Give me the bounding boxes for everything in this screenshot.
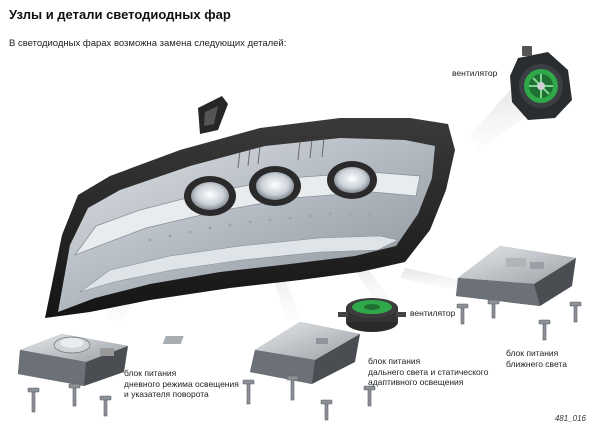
label-high-beam-line-1: блок питания	[368, 356, 421, 366]
label-drl-line-3: и указателя поворота	[124, 389, 209, 399]
headlight	[45, 96, 455, 318]
screws	[27, 299, 582, 421]
label-high-beam-unit: блок питания дальнего света и статическо…	[368, 356, 488, 388]
label-drl-line-1: блок питания	[124, 368, 177, 378]
high-beam-power-unit	[162, 322, 360, 384]
label-high-beam-line-2: дальнего света и статического	[368, 366, 489, 377]
low-beam-power-unit	[456, 246, 576, 306]
label-low-beam-line-1: блок питания	[506, 348, 559, 358]
label-drl-line-2: дневного режима освещения	[124, 378, 239, 389]
label-high-beam-line-3: адаптивного освещения	[368, 377, 464, 387]
fan-top	[510, 46, 572, 120]
label-drl-unit: блок питания дневного режима освещения и…	[124, 368, 239, 400]
fan-middle	[338, 298, 406, 332]
label-fan-top: вентилятор	[452, 68, 498, 78]
page-title: Узлы и детали светодиодных фар	[9, 7, 231, 22]
figure-id: 481_016	[554, 414, 586, 423]
page-subtitle: В светодиодных фарах возможна замена сле…	[9, 38, 287, 49]
drl-power-unit	[18, 334, 128, 386]
label-fan-middle: вентилятор	[410, 308, 456, 318]
label-low-beam-unit: блок питания ближнего света	[506, 348, 567, 369]
label-low-beam-line-2: ближнего света	[506, 358, 567, 369]
